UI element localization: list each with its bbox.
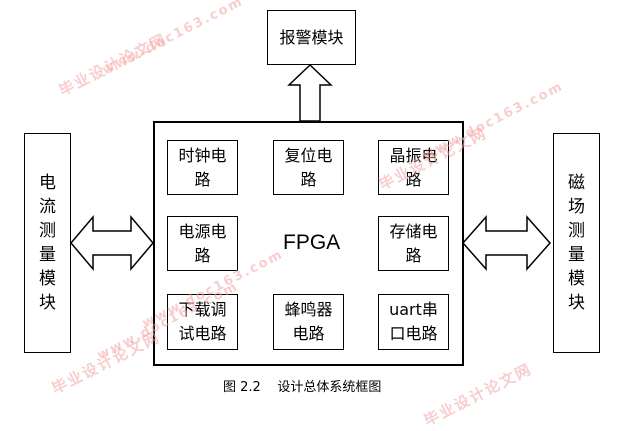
left-module-char: 测: [39, 221, 56, 241]
right-module-char: 场: [568, 197, 585, 217]
magnetic-measure-module-box: 磁 场 测 量 模 块: [553, 133, 600, 353]
right-module-char: 测: [568, 221, 585, 241]
crystal-circuit-line1: 晶振电: [389, 145, 438, 165]
storage-circuit-line2: 路: [405, 245, 422, 265]
uart-circuit-box: uart串口电路: [378, 294, 449, 350]
clock-circuit-line2: 路: [194, 169, 211, 189]
storage-circuit-line1: 存储电: [389, 221, 438, 241]
right-module-char: 模: [568, 269, 585, 289]
uart-circuit-line1: uart串: [389, 300, 438, 319]
clock-circuit-box: 时钟电路: [167, 140, 238, 195]
buzzer-circuit-line2: 电路: [292, 324, 325, 343]
arrows-layer: [70, 63, 552, 272]
reset-circuit-line1: 复位电: [284, 145, 333, 165]
reset-circuit-line2: 路: [300, 169, 317, 189]
left-module-char: 模: [39, 269, 56, 289]
right-double-arrow: [461, 215, 552, 271]
fpga-label: FPGA: [283, 231, 341, 254]
left-module-char: 电: [39, 173, 56, 193]
reset-circuit-box: 复位电路: [273, 140, 344, 195]
left-double-arrow: [70, 214, 154, 272]
power-circuit-line2: 路: [194, 245, 211, 265]
figure-caption: 图 2.2 设计总体系统框图: [223, 380, 382, 395]
alarm-module-label: 报警模块: [279, 27, 344, 47]
clock-circuit-line1: 时钟电: [178, 145, 227, 165]
power-circuit-line1: 电源电: [178, 221, 227, 241]
alarm-module-box: 报警模块: [267, 10, 356, 65]
right-module-char: 块: [568, 293, 585, 313]
buzzer-circuit-box: 蜂鸣器电路: [273, 294, 344, 350]
left-module-char: 流: [39, 197, 56, 217]
crystal-circuit-line2: 路: [405, 169, 422, 189]
debug-circuit-line2: 试电路: [178, 324, 227, 343]
debug-circuit-box: 下载调试电路: [167, 294, 238, 350]
up-arrow: [287, 63, 333, 122]
current-measure-module-box: 电 流 测 量 模 块: [24, 133, 71, 353]
left-module-char: 块: [39, 293, 56, 313]
debug-circuit-line1: 下载调: [178, 300, 227, 319]
buzzer-circuit-line1: 蜂鸣器: [284, 300, 333, 319]
left-module-char: 量: [39, 245, 56, 265]
right-module-char: 磁: [568, 173, 585, 193]
storage-circuit-box: 存储电路: [378, 216, 449, 271]
power-circuit-box: 电源电路: [167, 216, 238, 271]
uart-circuit-line2: 口电路: [389, 324, 438, 343]
right-module-char: 量: [568, 245, 585, 265]
crystal-circuit-box: 晶振电路: [378, 140, 449, 195]
